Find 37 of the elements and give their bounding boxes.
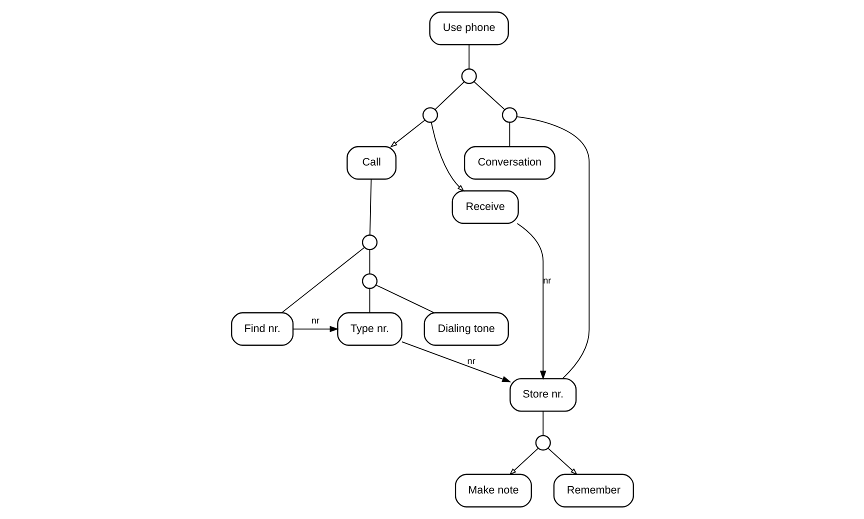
node-circle — [534, 434, 550, 451]
connector — [375, 284, 434, 314]
connector — [516, 116, 590, 379]
connector — [508, 122, 510, 147]
connector — [281, 247, 364, 314]
edge-label: nr — [542, 275, 551, 286]
arrow — [292, 326, 338, 332]
arrow — [516, 223, 546, 380]
edge-label: nr — [310, 316, 319, 326]
node-box: Call — [346, 146, 396, 180]
arrow — [390, 120, 425, 148]
node-box: Conversation — [463, 146, 555, 180]
arrow — [401, 341, 511, 382]
arrow — [430, 122, 464, 192]
node-box: Find nr. — [230, 312, 294, 346]
connector — [368, 249, 370, 274]
connector — [473, 81, 505, 110]
node-box: Receive — [451, 190, 518, 224]
node-circle — [361, 273, 378, 289]
connector — [434, 81, 464, 110]
connector — [368, 288, 370, 314]
connector — [468, 44, 470, 70]
connector — [368, 179, 372, 236]
connector — [542, 410, 544, 436]
node-circle — [501, 107, 517, 123]
edge-label: nr — [466, 356, 475, 366]
node-box: Use phone — [428, 12, 508, 46]
node-box: Type nr. — [336, 312, 402, 346]
node-circle — [361, 234, 378, 250]
node-box: Make note — [454, 474, 532, 508]
node-box: Remember — [552, 474, 634, 508]
arrow — [547, 448, 578, 476]
arrow — [508, 448, 538, 476]
node-box: Store nr. — [509, 378, 576, 412]
node-circle — [460, 68, 476, 84]
node-circle — [422, 107, 438, 123]
node-box: Dialing tone — [423, 312, 508, 346]
